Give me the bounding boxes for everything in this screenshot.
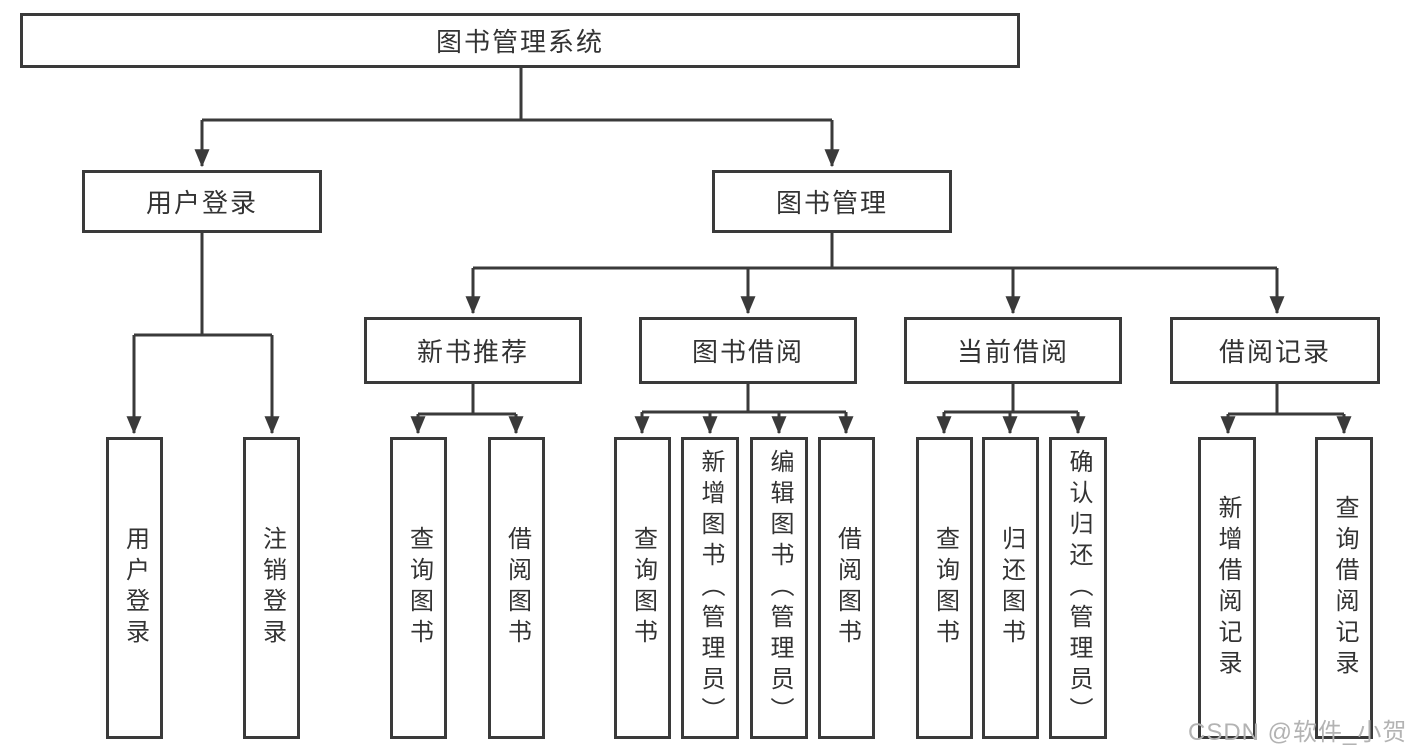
leaf-query-borrow-record: 查询借阅记录 <box>1315 437 1373 739</box>
node-label: 用户登录 <box>145 188 258 218</box>
node-label: 确认归还（管理员） <box>1065 448 1092 728</box>
connector-book-borrowing-children <box>634 384 854 435</box>
leaf-edit-books-admin: 编辑图书（管理员） <box>750 437 808 739</box>
leaf-logout-login: 注销登录 <box>243 437 300 739</box>
node-current-borrowing: 当前借阅 <box>904 317 1122 384</box>
node-label: 新增借阅记录 <box>1214 495 1241 681</box>
connector-borrowing-records-children <box>1220 384 1352 435</box>
node-label: 图书管理系统 <box>435 27 604 57</box>
node-label: 借阅记录 <box>1218 337 1331 367</box>
node-book-management: 图书管理 <box>712 170 952 233</box>
leaf-borrow-books: 借阅图书 <box>488 437 545 739</box>
node-label: 注销登录 <box>258 526 286 650</box>
leaf-query-books: 查询图书 <box>390 437 447 739</box>
node-label: 当前借阅 <box>956 337 1069 367</box>
node-label: 编辑图书（管理员） <box>766 448 793 728</box>
node-book-borrowing: 图书借阅 <box>639 317 857 384</box>
watermark-text: CSDN @软件_小贺同学 <box>1188 719 1405 746</box>
leaf-add-books-admin: 新增图书（管理员） <box>681 437 739 739</box>
node-label: 用户登录 <box>121 526 149 650</box>
node-borrowing-records: 借阅记录 <box>1170 317 1380 384</box>
leaf-confirm-return-admin: 确认归还（管理员） <box>1049 437 1107 739</box>
connector-current-borrowing-children <box>936 384 1086 435</box>
node-root-system: 图书管理系统 <box>20 13 1020 68</box>
node-label: 查询图书 <box>629 526 657 650</box>
node-new-book-recommend: 新书推荐 <box>364 317 582 384</box>
node-label: 新增图书（管理员） <box>697 448 724 728</box>
node-label: 查询借阅记录 <box>1331 495 1358 681</box>
node-label: 新书推荐 <box>416 337 529 367</box>
leaf-return-books: 归还图书 <box>982 437 1039 739</box>
leaf-user-login: 用户登录 <box>106 437 163 739</box>
connector-user-login-children <box>126 233 280 435</box>
node-user-login: 用户登录 <box>82 170 322 233</box>
connector-book-management-children <box>465 233 1285 315</box>
node-label: 图书管理 <box>775 188 888 218</box>
node-label: 归还图书 <box>997 526 1025 650</box>
leaf-add-borrow-record: 新增借阅记录 <box>1198 437 1256 739</box>
node-label: 图书借阅 <box>691 337 804 367</box>
leaf-query-books: 查询图书 <box>916 437 973 739</box>
leaf-query-books: 查询图书 <box>614 437 671 739</box>
node-label: 借阅图书 <box>833 526 861 650</box>
connector-root-to-level1 <box>194 68 840 168</box>
leaf-borrow-books: 借阅图书 <box>818 437 875 739</box>
node-label: 查询图书 <box>931 526 959 650</box>
connector-new-book-recommend-children <box>410 384 524 435</box>
node-label: 查询图书 <box>405 526 433 650</box>
node-label: 借阅图书 <box>503 526 531 650</box>
